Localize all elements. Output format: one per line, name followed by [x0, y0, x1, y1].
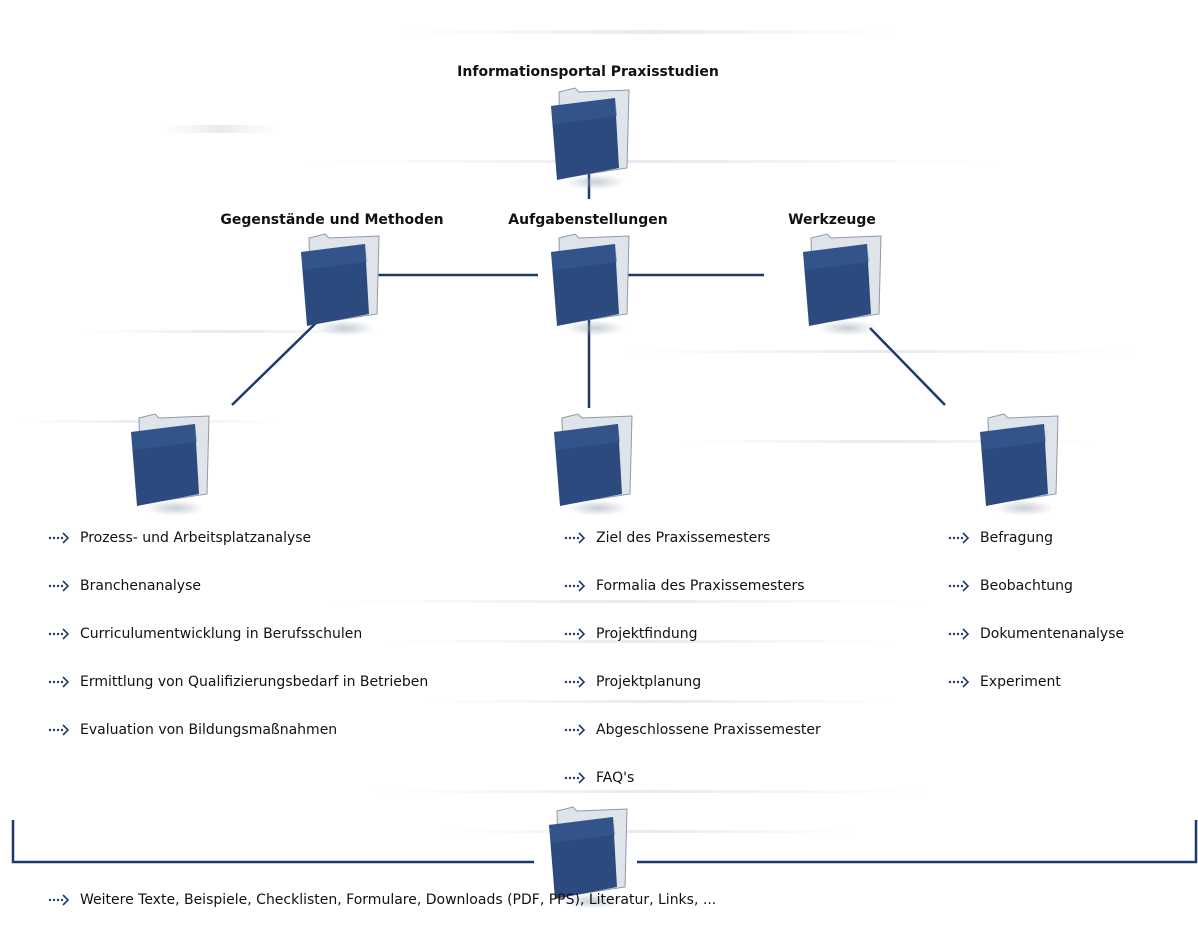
- list-item[interactable]: Ziel des Praxissemesters: [564, 514, 821, 562]
- node-label-methods[interactable]: Gegenstände und Methoden: [220, 212, 444, 228]
- connector-footer-right: [637, 820, 1198, 864]
- list-item[interactable]: Experiment: [948, 658, 1124, 706]
- folder-footer-icon[interactable]: [543, 805, 639, 915]
- list-item[interactable]: Dokumentenanalyse: [948, 610, 1124, 658]
- list-item[interactable]: Evaluation von Bildungsmaßnahmen: [48, 706, 428, 754]
- list-item-label: Abgeschlossene Praxissemester: [596, 722, 821, 738]
- dotted-arrow-icon: [48, 724, 70, 736]
- dotted-arrow-icon: [564, 772, 586, 784]
- dotted-arrow-icon: [564, 628, 586, 640]
- methods-link-list: Prozess- und Arbeitsplatzanalyse Branche…: [48, 514, 428, 754]
- node-label-root[interactable]: Informationsportal Praxisstudien: [457, 64, 719, 80]
- tools-link-list: Befragung Beobachtung Dokumentenanalyse …: [948, 514, 1124, 706]
- dotted-arrow-icon: [948, 580, 970, 592]
- folder-tasks-sub-icon[interactable]: [548, 412, 644, 522]
- node-label-tasks[interactable]: Aufgabenstellungen: [508, 212, 668, 228]
- folder-tasks-icon[interactable]: [545, 232, 641, 342]
- folder-tools-icon[interactable]: [797, 232, 893, 342]
- list-item[interactable]: Curriculumentwicklung in Berufsschulen: [48, 610, 428, 658]
- dotted-arrow-icon: [564, 676, 586, 688]
- folder-methods-sub-icon[interactable]: [125, 412, 221, 522]
- footer-more-link[interactable]: Weitere Texte, Beispiele, Checklisten, F…: [48, 888, 716, 912]
- list-item[interactable]: FAQ's: [564, 754, 821, 802]
- list-item[interactable]: Prozess- und Arbeitsplatzanalyse: [48, 514, 428, 562]
- dotted-arrow-icon: [48, 628, 70, 640]
- dotted-arrow-icon: [48, 894, 70, 906]
- dotted-arrow-icon: [948, 676, 970, 688]
- list-item[interactable]: Projektplanung: [564, 658, 821, 706]
- connector-footer-left: [11, 820, 534, 864]
- list-item[interactable]: Projektfindung: [564, 610, 821, 658]
- list-item-label: Experiment: [980, 674, 1061, 690]
- folder-methods-icon[interactable]: [295, 232, 391, 342]
- dotted-arrow-icon: [564, 532, 586, 544]
- footer-link-label: Weitere Texte, Beispiele, Checklisten, F…: [80, 892, 717, 908]
- list-item-label: Curriculumentwicklung in Berufsschulen: [80, 626, 363, 642]
- list-item[interactable]: Branchenanalyse: [48, 562, 428, 610]
- list-item-label: Ziel des Praxissemesters: [596, 530, 771, 546]
- list-item-label: Befragung: [980, 530, 1054, 546]
- list-item-label: Formalia des Praxissemesters: [596, 578, 805, 594]
- list-item-label: Branchenanalyse: [80, 578, 201, 594]
- tasks-link-list: Ziel des Praxissemesters Formalia des Pr…: [564, 514, 821, 802]
- list-item-label: Dokumentenanalyse: [980, 626, 1125, 642]
- list-item[interactable]: Formalia des Praxissemesters: [564, 562, 821, 610]
- list-item-label: Projektfindung: [596, 626, 698, 642]
- list-item[interactable]: Befragung: [948, 514, 1124, 562]
- dotted-arrow-icon: [948, 628, 970, 640]
- list-item-label: FAQ's: [596, 770, 635, 786]
- list-item-label: Evaluation von Bildungsmaßnahmen: [80, 722, 338, 738]
- connector-methods-sub: [231, 322, 317, 406]
- list-item-label: Prozess- und Arbeitsplatzanalyse: [80, 530, 312, 546]
- dotted-arrow-icon: [48, 532, 70, 544]
- dotted-arrow-icon: [48, 580, 70, 592]
- list-item[interactable]: Beobachtung: [948, 562, 1124, 610]
- list-item-label: Ermittlung von Qualifizierungsbedarf in …: [80, 674, 429, 690]
- dotted-arrow-icon: [48, 676, 70, 688]
- list-item[interactable]: Abgeschlossene Praxissemester: [564, 706, 821, 754]
- dotted-arrow-icon: [564, 724, 586, 736]
- node-label-tools[interactable]: Werkzeuge: [788, 212, 876, 228]
- list-item[interactable]: Ermittlung von Qualifizierungsbedarf in …: [48, 658, 428, 706]
- dotted-arrow-icon: [948, 532, 970, 544]
- folder-tools-sub-icon[interactable]: [974, 412, 1070, 522]
- dotted-arrow-icon: [564, 580, 586, 592]
- list-item-label: Beobachtung: [980, 578, 1073, 594]
- folder-root-icon[interactable]: [545, 86, 641, 196]
- connector-tools-sub: [869, 327, 946, 406]
- list-item-label: Projektplanung: [596, 674, 702, 690]
